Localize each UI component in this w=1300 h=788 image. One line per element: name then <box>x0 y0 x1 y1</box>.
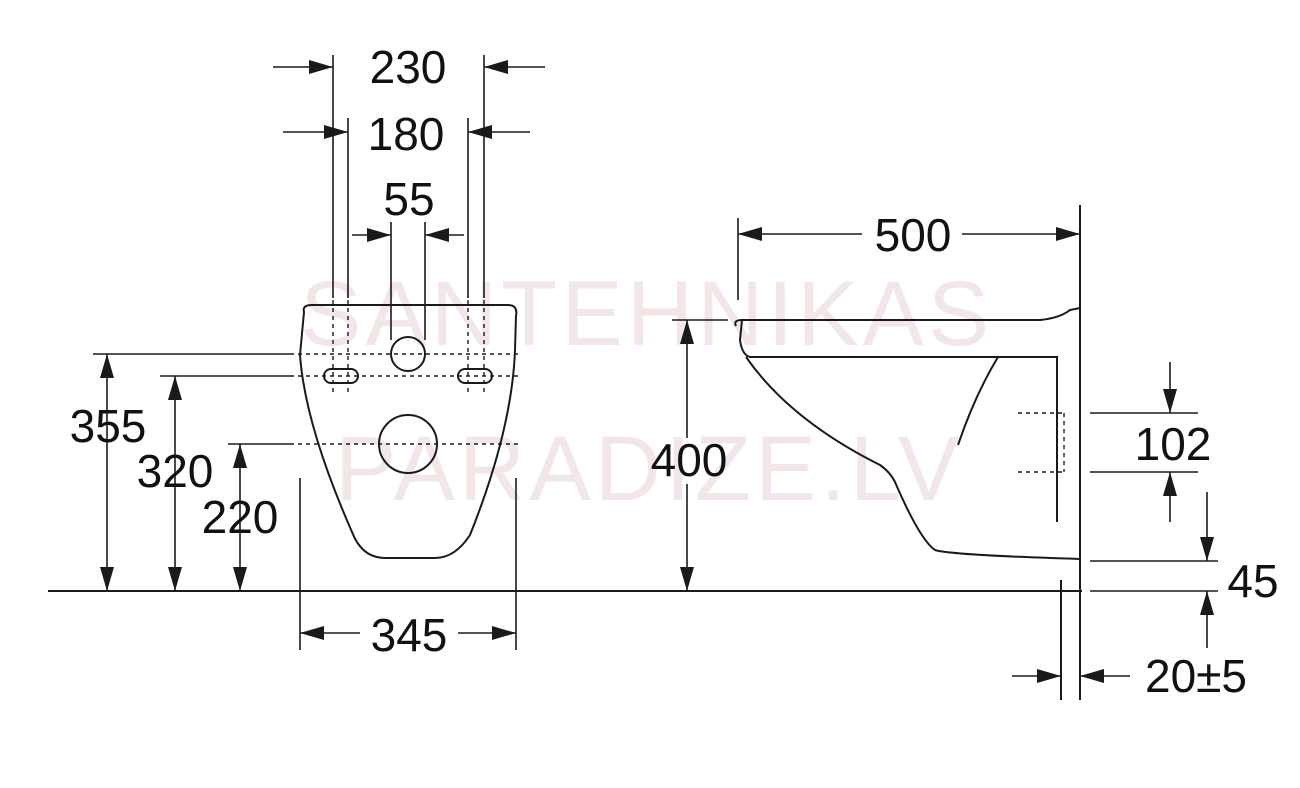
dim-355: 355 <box>70 400 147 452</box>
watermark: SANTEHNIKAS PARADIZE.LV <box>300 263 993 520</box>
side-bowl-body <box>745 356 1081 560</box>
watermark-line-1: SANTEHNIKAS <box>300 263 993 365</box>
dim-45: 45 <box>1227 555 1278 607</box>
side-bowl-inner-curve <box>957 356 999 446</box>
side-bowl-outline <box>734 307 1081 522</box>
dim-500: 500 <box>875 209 952 261</box>
dim-220: 220 <box>202 491 279 543</box>
watermark-line-2: PARADIZE.LV <box>335 418 964 520</box>
dim-345: 345 <box>371 609 448 661</box>
dim-180: 180 <box>368 108 445 160</box>
dim-55: 55 <box>383 173 434 225</box>
dim-102: 102 <box>1135 418 1212 470</box>
front-view: 230 180 55 355 320 220 <box>70 41 545 661</box>
side-view: 500 400 102 45 20±5 <box>651 205 1279 702</box>
dim-400: 400 <box>651 434 728 486</box>
dim-20-plus-minus-5: 20±5 <box>1145 650 1247 702</box>
dim-320: 320 <box>137 445 214 497</box>
dim-230: 230 <box>370 41 447 93</box>
front-bowl-outline <box>298 304 518 559</box>
upper-pipe-hole <box>390 336 426 372</box>
